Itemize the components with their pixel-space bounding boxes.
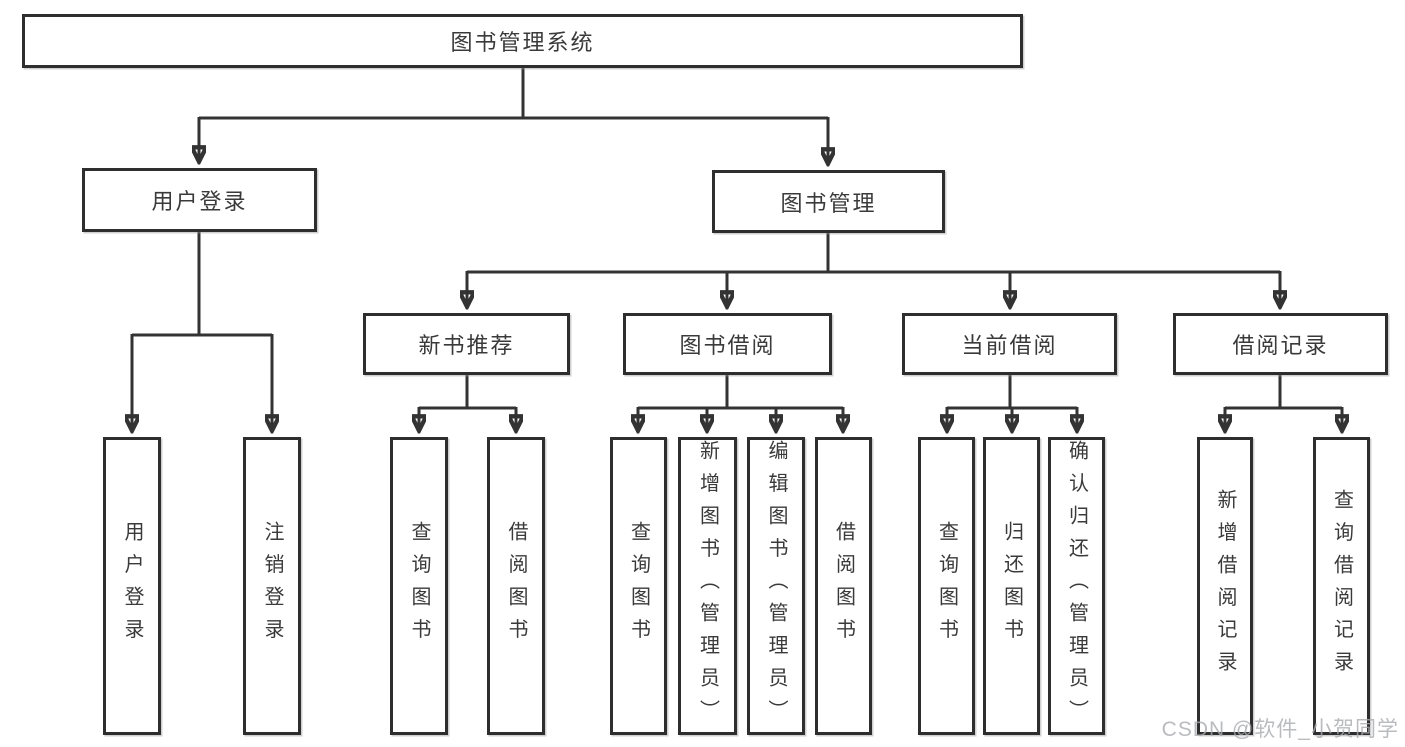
- leaf-logout-label: 注销登录: [261, 521, 283, 651]
- leaf-borrow-books-2-label: 借阅图书: [832, 521, 855, 651]
- node-user-login: 用户登录: [82, 168, 317, 232]
- node-library-system-label: 图书管理系统: [450, 30, 595, 55]
- node-new-book-recommend-label: 新书推荐: [418, 333, 515, 358]
- leaf-borrow-books-1-label: 借阅图书: [505, 521, 527, 651]
- leaf-query-borrow-record: 查询借阅记录: [1313, 437, 1370, 735]
- leaf-add-books-admin: 新增图书（管理员）: [678, 437, 737, 735]
- leaf-return-books: 归还图书: [983, 437, 1040, 735]
- leaf-edit-books-admin: 编辑图书（管理员）: [747, 437, 805, 735]
- leaf-query-books-2: 查询图书: [610, 437, 667, 735]
- node-borrowing-records-label: 借阅记录: [1232, 333, 1329, 358]
- connector-root-trunk: [199, 68, 828, 120]
- leaf-add-borrow-record: 新增借阅记录: [1197, 437, 1253, 735]
- leaf-logout: 注销登录: [243, 437, 301, 735]
- leaf-edit-books-admin-label: 编辑图书（管理员）: [765, 440, 787, 732]
- node-user-login-label: 用户登录: [151, 189, 248, 214]
- connector-currentborrow-trunk: [947, 375, 1077, 410]
- leaf-query-borrow-record-label: 查询借阅记录: [1330, 488, 1353, 684]
- node-book-management: 图书管理: [712, 170, 945, 233]
- leaf-confirm-return-admin-label: 确认归还（管理员）: [1065, 440, 1088, 732]
- leaf-return-books-label: 归还图书: [1000, 521, 1023, 651]
- node-new-book-recommend: 新书推荐: [363, 313, 570, 375]
- leaf-query-books-3-label: 查询图书: [935, 521, 958, 651]
- node-library-system: 图书管理系统: [22, 14, 1023, 68]
- leaf-query-books-2-label: 查询图书: [627, 521, 650, 651]
- connector-newbooks-trunk: [419, 375, 516, 410]
- leaf-add-borrow-record-label: 新增借阅记录: [1214, 488, 1236, 684]
- node-current-borrowing: 当前借阅: [902, 313, 1117, 375]
- connector-bookborrow-trunk: [638, 375, 843, 410]
- leaf-query-books-1-label: 查询图书: [408, 521, 430, 651]
- leaf-query-books-3: 查询图书: [918, 437, 975, 735]
- watermark: CSDN @软件_小贺同学: [1161, 718, 1399, 741]
- leaf-user-login-label: 用户登录: [121, 521, 143, 651]
- leaf-query-books-1: 查询图书: [390, 437, 448, 735]
- connector-userlogin-trunk: [132, 232, 272, 337]
- leaf-user-login: 用户登录: [103, 437, 161, 735]
- connector-borrowrecords-trunk: [1225, 375, 1342, 410]
- leaf-borrow-books-1: 借阅图书: [487, 437, 545, 735]
- leaf-add-books-admin-label: 新增图书（管理员）: [696, 440, 719, 732]
- connector-bookmgmt-trunk: [467, 233, 1280, 274]
- node-book-management-label: 图书管理: [780, 190, 877, 216]
- node-book-borrowing-label: 图书借阅: [679, 333, 776, 358]
- node-borrowing-records: 借阅记录: [1173, 313, 1388, 375]
- leaf-confirm-return-admin: 确认归还（管理员）: [1048, 437, 1105, 735]
- node-current-borrowing-label: 当前借阅: [961, 333, 1058, 358]
- leaf-borrow-books-2: 借阅图书: [815, 437, 872, 735]
- node-book-borrowing: 图书借阅: [623, 313, 832, 375]
